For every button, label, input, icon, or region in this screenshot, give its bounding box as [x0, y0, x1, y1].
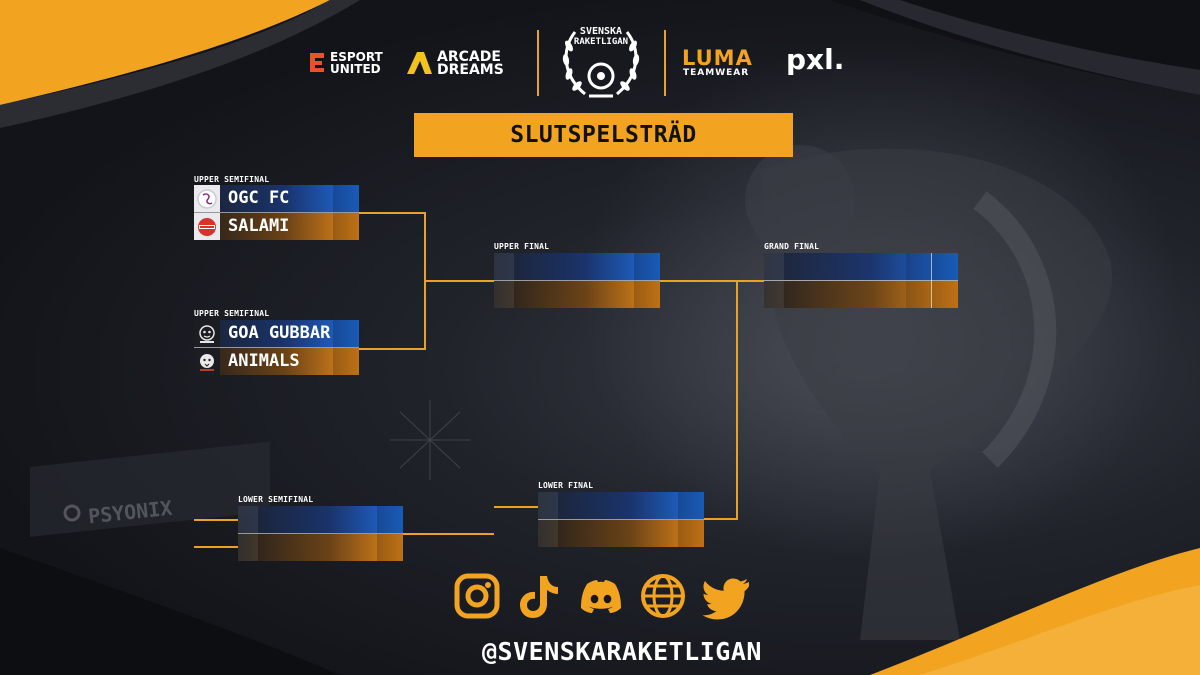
connector-line	[194, 546, 238, 548]
goa-gubbar-logo-icon	[194, 320, 220, 347]
connector-line	[424, 212, 426, 350]
match-usf2-team2-slot[interactable]: ANIMALS	[194, 348, 359, 375]
discord-icon[interactable]	[577, 572, 625, 620]
league-logo-line1: SVENSKA	[579, 26, 623, 37]
label-lower-semifinal: LOWER SEMIFINAL	[238, 495, 314, 504]
esport-united-logo: ESPORT UNITED	[308, 51, 396, 75]
arcade-dreams-line2: DREAMS	[437, 62, 504, 78]
match-usf1-team1-slot[interactable]: OGC FC	[194, 185, 359, 213]
tiktok-icon[interactable]	[514, 572, 562, 620]
page-title: SLUTSPELSTRÄD	[510, 122, 697, 148]
label-upper-final: UPPER FINAL	[494, 242, 550, 251]
match-lf-team1-slot[interactable]	[538, 492, 704, 520]
match-uf-team2-slot[interactable]	[494, 281, 660, 308]
connector-line	[426, 280, 494, 282]
luma-line1: LUMA	[682, 46, 753, 70]
team-name: GOA GUBBAR	[228, 323, 331, 343]
label-upper-semifinal-2: UPPER SEMIFINAL	[194, 309, 270, 318]
header-divider-right	[664, 30, 666, 96]
esport-united-line1: ESPORT	[330, 50, 383, 64]
connector-line	[359, 212, 426, 214]
match-lsf-team1-slot[interactable]	[238, 506, 403, 534]
social-handle[interactable]: @SVENSKARAKETLIGAN	[482, 637, 762, 666]
pxl-logo: pxl.	[786, 46, 856, 80]
connector-line	[660, 280, 764, 282]
website-icon[interactable]	[639, 572, 687, 620]
connector-line	[736, 280, 738, 520]
luma-line2: TEAMWEAR	[683, 68, 750, 78]
match-lsf-team2-slot[interactable]	[238, 534, 403, 561]
league-logo-line2: RAKETLIGAN	[573, 37, 629, 47]
title-banner: SLUTSPELSTRÄD	[414, 113, 793, 157]
header-divider-left	[537, 30, 539, 96]
connector-line	[494, 506, 538, 508]
twitter-icon[interactable]	[703, 572, 751, 620]
label-lower-final: LOWER FINAL	[538, 481, 594, 490]
match-uf-team1-slot[interactable]	[494, 253, 660, 281]
team-name: OGC FC	[228, 188, 290, 208]
arcade-dreams-mark-icon	[407, 52, 432, 74]
match-usf2-team1-slot[interactable]: GOA GUBBAR	[194, 320, 359, 348]
pxl-text: pxl.	[786, 43, 845, 76]
league-logo: SVENSKA RAKETLIGAN	[555, 12, 647, 104]
match-usf1-team2-slot[interactable]: SALAMI	[194, 213, 359, 240]
grand-final-score-divider	[931, 253, 932, 308]
instagram-icon[interactable]	[453, 572, 501, 620]
label-upper-semifinal-1: UPPER SEMIFINAL	[194, 175, 270, 184]
team-name: SALAMI	[228, 216, 290, 236]
match-gf-team2-slot[interactable]	[764, 281, 958, 308]
connector-line	[359, 348, 426, 350]
esport-united-mark-icon	[310, 53, 324, 72]
team-name: ANIMALS	[228, 351, 300, 371]
match-lf-team2-slot[interactable]	[538, 520, 704, 547]
arcade-dreams-logo: ARCADE DREAMS	[405, 49, 520, 78]
arcade-dreams-line1: ARCADE	[437, 49, 501, 65]
ogc-fc-logo-icon	[194, 185, 220, 212]
connector-line	[704, 518, 738, 520]
connector-line	[403, 533, 494, 535]
animals-logo-icon	[194, 348, 220, 375]
label-grand-final: GRAND FINAL	[764, 242, 820, 251]
match-gf-team1-slot[interactable]	[764, 253, 958, 281]
salami-logo-icon	[194, 213, 220, 240]
laurel-wreath-icon	[562, 31, 640, 98]
connector-line	[194, 519, 238, 521]
luma-teamwear-logo: LUMA TEAMWEAR	[682, 48, 772, 78]
esport-united-line2: UNITED	[330, 62, 381, 76]
